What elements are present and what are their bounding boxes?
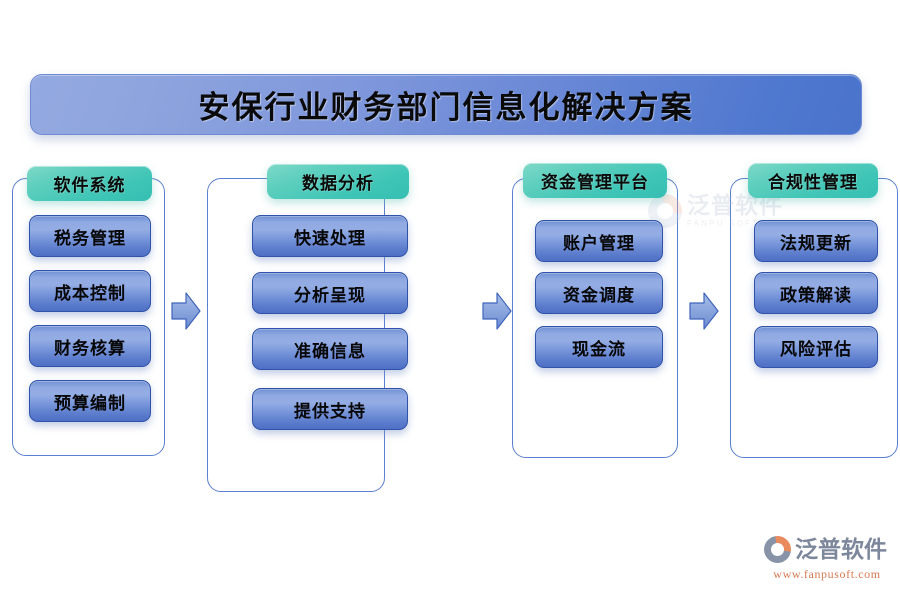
- item-analysis-presentation[interactable]: 分析呈现: [252, 272, 408, 314]
- page-title: 安保行业财务部门信息化解决方案: [198, 90, 694, 125]
- column-header-label: 数据分析: [302, 174, 374, 193]
- column-header-label: 软件系统: [53, 176, 126, 195]
- item-fast-processing[interactable]: 快速处理: [252, 215, 408, 257]
- item-label: 成本控制: [54, 283, 126, 303]
- item-label: 预算编制: [54, 393, 126, 413]
- item-tax-management[interactable]: 税务管理: [29, 215, 151, 257]
- column-header-fund-management-platform[interactable]: 资金管理平台: [523, 163, 667, 198]
- item-label: 法规更新: [780, 233, 852, 253]
- item-risk-assessment[interactable]: 风险评估: [754, 326, 878, 368]
- item-label: 政策解读: [780, 285, 852, 305]
- item-label: 分析呈现: [294, 285, 366, 305]
- item-label: 现金流: [572, 339, 626, 359]
- item-label: 税务管理: [54, 228, 126, 248]
- column-header-label: 合规性管理: [768, 173, 858, 192]
- item-cost-control[interactable]: 成本控制: [29, 270, 151, 312]
- item-account-management[interactable]: 账户管理: [535, 220, 663, 262]
- column-header-software-system[interactable]: 软件系统: [27, 166, 152, 201]
- page-title-banner: 安保行业财务部门信息化解决方案: [30, 74, 862, 135]
- item-financial-accounting[interactable]: 财务核算: [29, 325, 151, 367]
- item-label: 提供支持: [294, 401, 366, 421]
- column-header-label: 资金管理平台: [541, 173, 649, 192]
- column-header-data-analysis[interactable]: 数据分析: [267, 164, 409, 199]
- item-regulation-update[interactable]: 法规更新: [754, 220, 878, 262]
- arrow-col2-to-col3: [481, 290, 512, 332]
- item-label: 风险评估: [780, 339, 852, 359]
- item-accurate-information[interactable]: 准确信息: [252, 328, 408, 370]
- item-provide-support[interactable]: 提供支持: [252, 388, 408, 430]
- arrow-col1-to-col2: [170, 290, 201, 332]
- column-header-compliance-management[interactable]: 合规性管理: [748, 163, 878, 198]
- item-label: 资金调度: [563, 285, 635, 305]
- item-label: 快速处理: [294, 228, 366, 248]
- fanpu-logo-icon: [764, 536, 791, 563]
- item-cash-flow[interactable]: 现金流: [535, 326, 663, 368]
- item-label: 准确信息: [294, 341, 366, 361]
- item-label: 账户管理: [563, 233, 635, 253]
- item-budget-preparation[interactable]: 预算编制: [29, 380, 151, 422]
- logo-brand-cn: 泛普软件: [795, 536, 887, 562]
- arrow-col3-to-col4: [688, 290, 719, 332]
- item-label: 财务核算: [54, 338, 126, 358]
- fanpu-software-logo[interactable]: 泛普软件 www.fanpusoft.com: [764, 536, 890, 588]
- item-policy-interpretation[interactable]: 政策解读: [754, 272, 878, 314]
- logo-url: www.fanpusoft.com: [773, 567, 881, 581]
- item-fund-scheduling[interactable]: 资金调度: [535, 272, 663, 314]
